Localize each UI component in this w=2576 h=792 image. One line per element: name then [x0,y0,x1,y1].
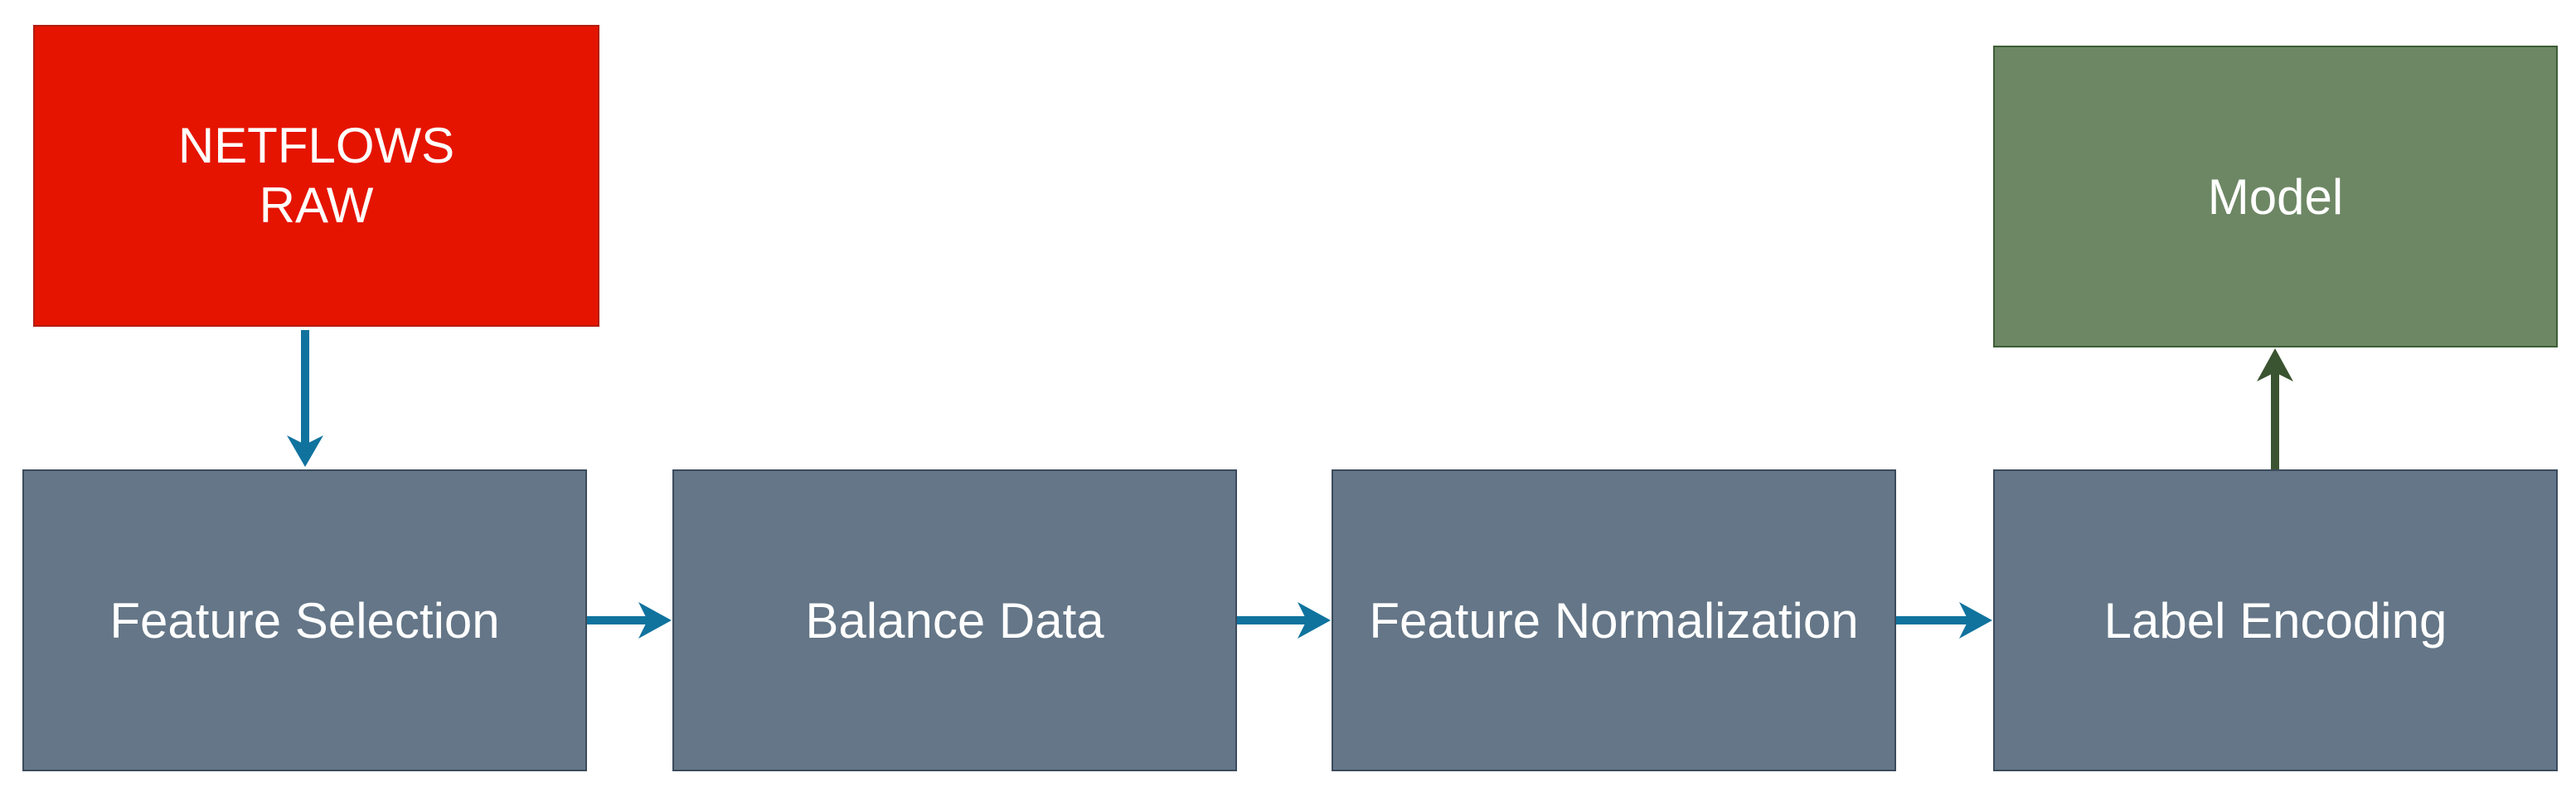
balance-data-label: Balance Data [805,592,1104,649]
feature-selection-label: Feature Selection [109,592,500,649]
arrow-balance-data-to-feature-normalization [1237,602,1331,639]
arrow-source-to-feature-selection [287,330,323,467]
balance-data-node: Balance Data [672,469,1237,771]
arrow-feature-selection-to-balance-data [587,602,672,639]
netflows-raw-label: NETFLOWS RAW [177,118,455,233]
netflows-raw-node: NETFLOWS RAW [33,25,599,327]
feature-selection-node: Feature Selection [22,469,587,771]
feature-normalization-node: Feature Normalization [1332,469,1896,771]
label-encoding-label: Label Encoding [2103,592,2447,649]
label-encoding-node: Label Encoding [1993,469,2558,771]
model-node: Model [1993,46,2558,347]
model-label: Model [2207,168,2344,225]
feature-normalization-label: Feature Normalization [1369,592,1859,649]
arrow-feature-normalization-to-label-encoding [1896,602,1992,639]
arrow-label-encoding-to-model [2257,348,2293,469]
